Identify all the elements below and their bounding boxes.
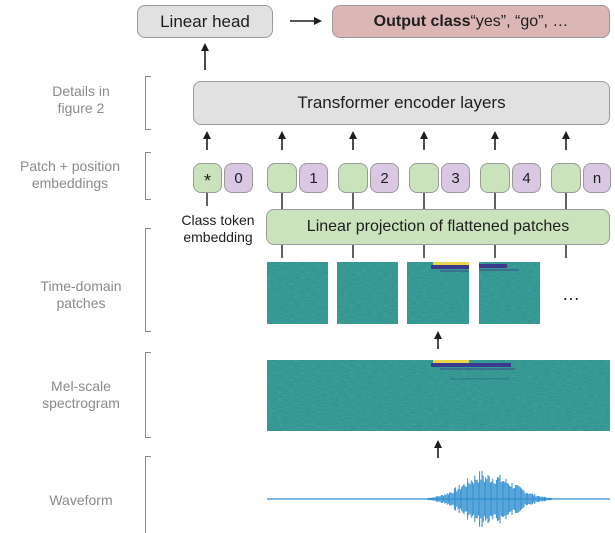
class-token-embedding: * — [193, 163, 222, 193]
patch-image-1 — [267, 262, 328, 324]
mel-spectrogram — [267, 360, 610, 431]
class-token-symbol: * — [203, 170, 211, 191]
label-patch-position: Patch + position embeddings — [19, 158, 120, 191]
linear-projection-box: Linear projection of flattened patches — [266, 209, 610, 245]
position-embedding-4: 4 — [512, 163, 541, 193]
transformer-encoder-label: Transformer encoder layers — [297, 93, 506, 112]
patch-embedding-1 — [267, 163, 297, 193]
position-embedding-n: n — [583, 163, 611, 193]
position-embedding-3: 3 — [441, 163, 470, 193]
linear-head-label: Linear head — [160, 11, 250, 31]
time-domain-patches — [267, 262, 540, 324]
patch-image-4 — [479, 262, 540, 324]
output-class-examples: “yes”, “go”, … — [470, 12, 569, 30]
position-embedding-0: 0 — [224, 163, 253, 193]
patch-embedding-2 — [338, 163, 368, 193]
label-details: Details in figure 2 — [52, 83, 110, 116]
label-mel: Mel-scale spectrogram — [42, 378, 120, 411]
transformer-encoder-box: Transformer encoder layers — [193, 81, 610, 125]
patch-image-3 — [407, 262, 469, 324]
label-time-domain: Time-domain patches — [40, 278, 122, 311]
patches-ellipsis: … — [562, 284, 580, 304]
patch-embedding-4 — [480, 163, 510, 193]
bracket-time-domain — [145, 228, 151, 332]
linear-projection-label: Linear projection of flattened patches — [306, 218, 570, 235]
position-embedding-1: 1 — [299, 163, 328, 193]
bracket-patch-position — [145, 152, 151, 200]
class-token-caption: Class token embedding — [181, 212, 255, 245]
patch-embedding-3 — [409, 163, 439, 193]
bracket-waveform — [145, 456, 151, 533]
waveform-plot — [267, 470, 610, 528]
label-waveform: Waveform — [49, 492, 113, 508]
position-embedding-2: 2 — [370, 163, 399, 193]
bracket-mel — [145, 352, 151, 438]
linear-head-box: Linear head — [137, 5, 273, 38]
patch-image-2 — [337, 262, 398, 324]
patch-embedding-n — [551, 163, 581, 193]
bracket-details — [145, 76, 151, 130]
output-class-bold: Output class — [373, 12, 471, 30]
output-class-box: Output class “yes”, “go”, … — [332, 5, 610, 38]
